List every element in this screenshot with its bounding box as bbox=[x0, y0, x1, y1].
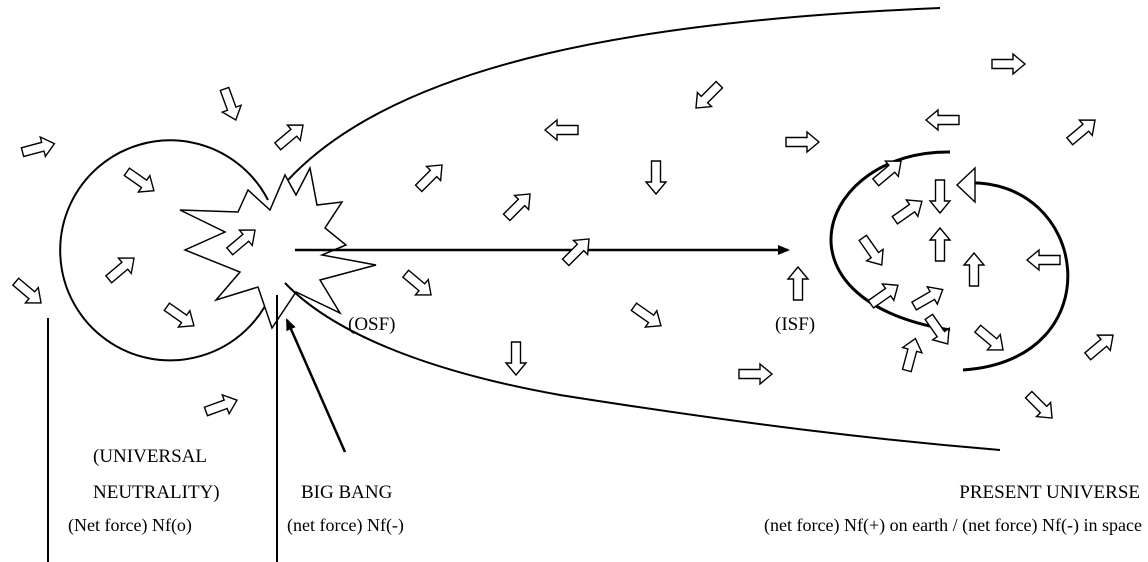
force-arrows bbox=[8, 53, 1121, 426]
force-arrow-icon bbox=[160, 297, 201, 335]
universal-neutrality-force-label: (Net force) Nf(o) bbox=[68, 515, 192, 536]
force-arrow-icon bbox=[270, 116, 311, 155]
force-arrow-icon bbox=[498, 186, 538, 226]
force-arrow-icon bbox=[19, 133, 58, 163]
force-arrow-icon bbox=[929, 179, 951, 214]
force-arrow-icon bbox=[1026, 249, 1061, 271]
force-arrow-icon bbox=[853, 231, 891, 272]
force-arrow-icon bbox=[544, 119, 579, 141]
big-bang-force-label: (net force) Nf(-) bbox=[287, 515, 404, 536]
force-arrow-icon bbox=[919, 310, 957, 351]
force-arrow-icon bbox=[214, 84, 246, 125]
force-arrow-icon bbox=[645, 160, 667, 195]
force-arrow-icon bbox=[1062, 111, 1103, 150]
force-arrow-icon bbox=[1080, 326, 1121, 365]
present-universe-label: PRESENT UNIVERSE bbox=[959, 482, 1140, 503]
osf-label: (OSF) bbox=[348, 314, 396, 335]
ellipse-direction-arrowhead bbox=[955, 166, 976, 204]
force-arrow-icon bbox=[888, 192, 929, 230]
present-universe-force-label: (net force) Nf(+) on earth / (net force)… bbox=[764, 515, 1142, 536]
big-bang-label: BIG BANG bbox=[301, 482, 393, 503]
present-universe-arc-left bbox=[829, 150, 951, 332]
force-arrow-icon bbox=[929, 227, 951, 262]
force-arrow-icon bbox=[738, 363, 773, 385]
universe-envelope-upper bbox=[287, 7, 941, 181]
universal-neutrality-label-line2: NEUTRALITY) bbox=[93, 482, 220, 503]
present-universe-arc-right bbox=[962, 181, 1070, 372]
force-arrow-icon bbox=[896, 335, 926, 374]
force-arrow-icon bbox=[398, 265, 439, 304]
force-arrow-icon bbox=[908, 280, 949, 316]
universal-neutrality-label-line1: (UNIVERSAL bbox=[93, 446, 207, 467]
force-arrow-icon bbox=[963, 252, 985, 287]
force-arrow-icon bbox=[864, 276, 905, 314]
force-arrow-icon bbox=[8, 273, 49, 312]
force-arrow-icon bbox=[970, 320, 1011, 359]
isf-label: (ISF) bbox=[775, 314, 815, 335]
big-bang-pointer-arrow bbox=[285, 318, 347, 453]
force-arrow-icon bbox=[1020, 386, 1060, 426]
force-arrow-icon bbox=[101, 249, 142, 288]
force-arrow-icon bbox=[785, 131, 820, 153]
force-arrow-icon bbox=[991, 53, 1026, 75]
force-arrow-icon bbox=[505, 341, 527, 376]
force-arrow-icon bbox=[627, 297, 668, 335]
force-arrow-icon bbox=[925, 109, 960, 131]
force-arrow-icon bbox=[410, 157, 450, 197]
force-arrow-icon bbox=[120, 162, 161, 200]
force-arrow-icon bbox=[787, 266, 809, 301]
universe-envelope-lower bbox=[284, 282, 1001, 451]
force-arrow-icon bbox=[201, 390, 242, 422]
universal-neutrality-circle bbox=[59, 139, 273, 362]
force-arrow-icon bbox=[688, 76, 728, 116]
big-bang-starburst bbox=[179, 165, 377, 330]
